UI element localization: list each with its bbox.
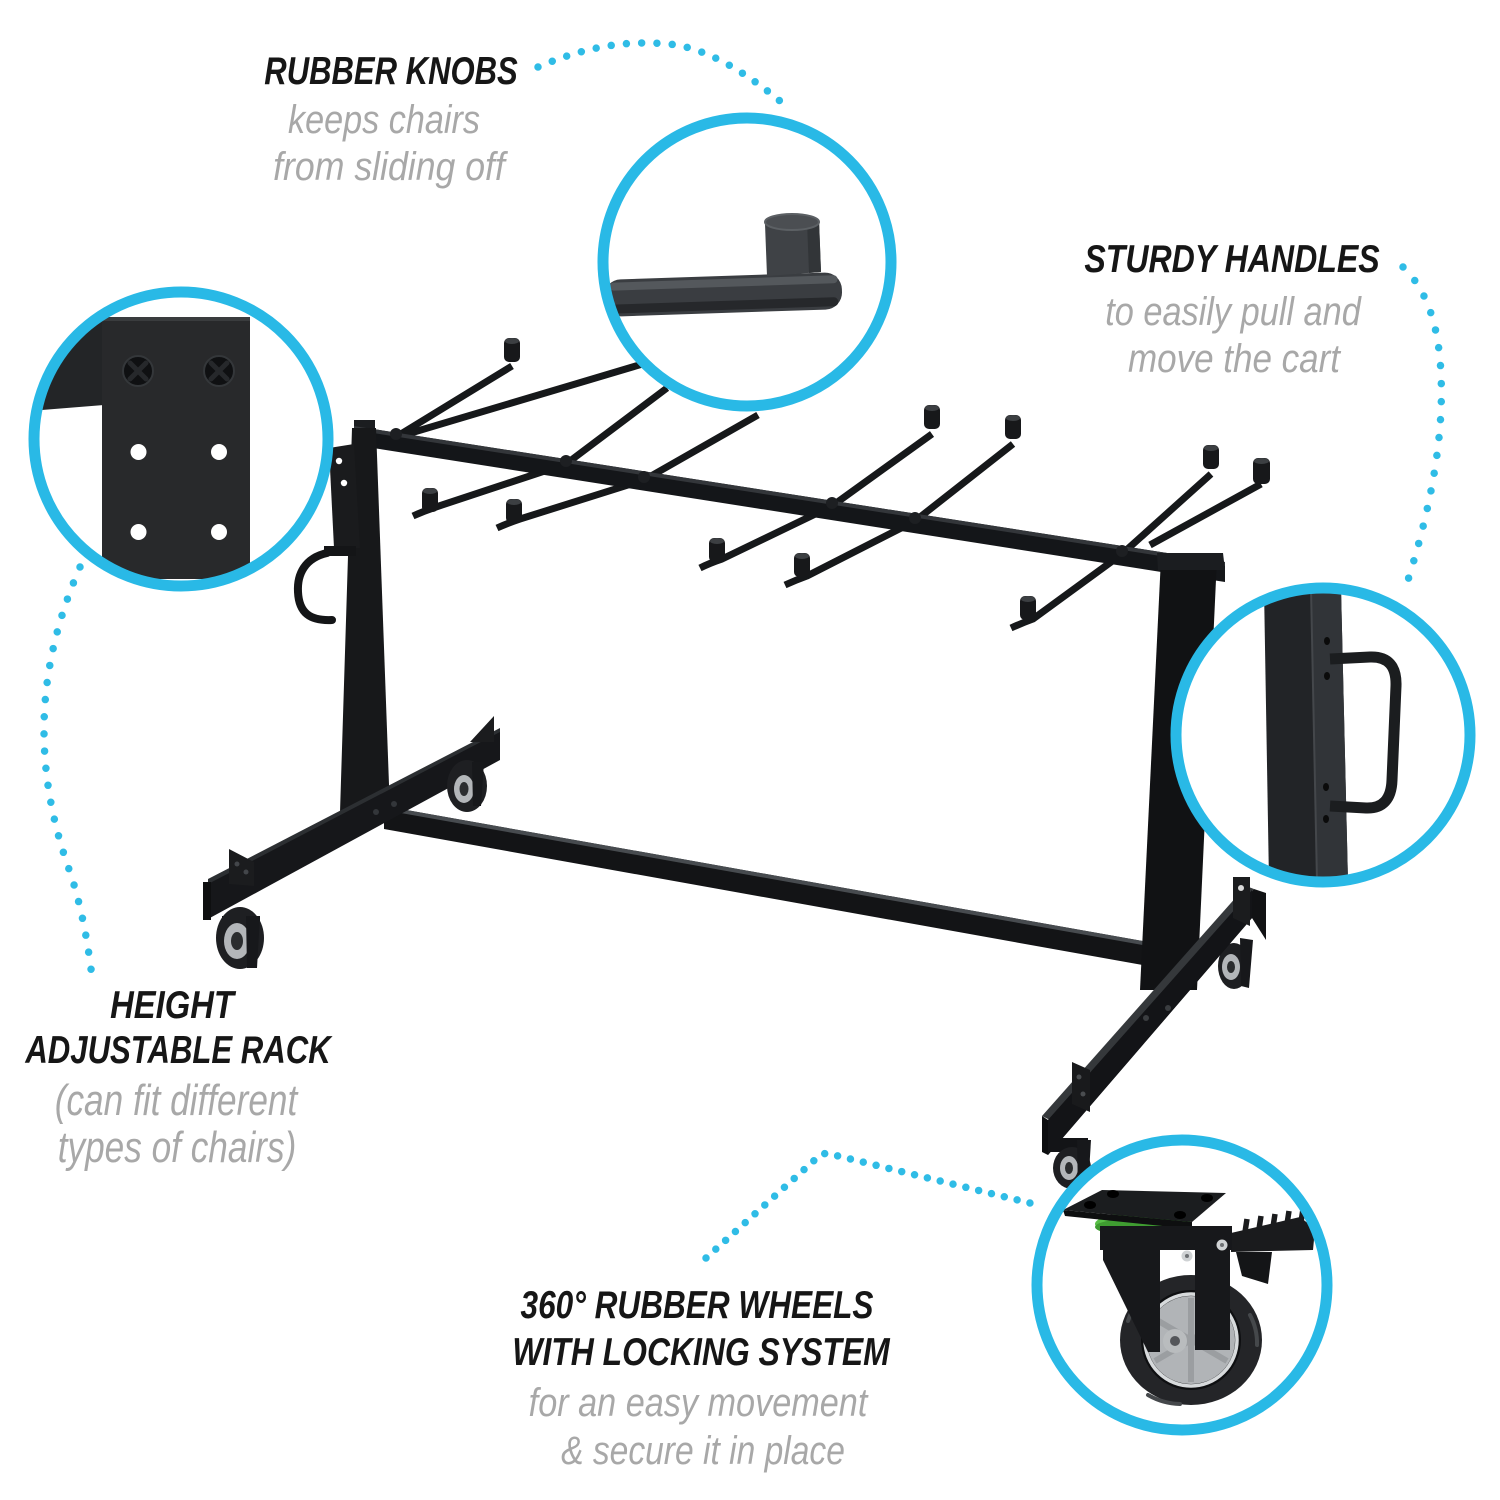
- svg-text:HEIGHT: HEIGHT: [110, 982, 236, 1026]
- svg-text:(can fit different: (can fit different: [55, 1076, 299, 1125]
- svg-text:keeps chairs: keeps chairs: [288, 96, 480, 141]
- svg-text:for an easy movement: for an easy movement: [529, 1379, 869, 1424]
- svg-text:ADJUSTABLE RACK: ADJUSTABLE RACK: [24, 1029, 332, 1072]
- svg-text:RUBBER KNOBS: RUBBER KNOBS: [264, 50, 518, 93]
- svg-text:WITH LOCKING SYSTEM: WITH LOCKING SYSTEM: [512, 1330, 890, 1374]
- svg-text:to easily pull and: to easily pull and: [1105, 289, 1362, 334]
- svg-text:STURDY HANDLES: STURDY HANDLES: [1084, 237, 1380, 281]
- svg-text:from sliding off: from sliding off: [273, 145, 508, 189]
- svg-text:types of chairs): types of chairs): [58, 1123, 297, 1172]
- svg-text:360° RUBBER WHEELS: 360° RUBBER WHEELS: [521, 1283, 874, 1327]
- svg-text:& secure it in place: & secure it in place: [561, 1428, 845, 1472]
- svg-text:move the cart: move the cart: [1128, 336, 1341, 381]
